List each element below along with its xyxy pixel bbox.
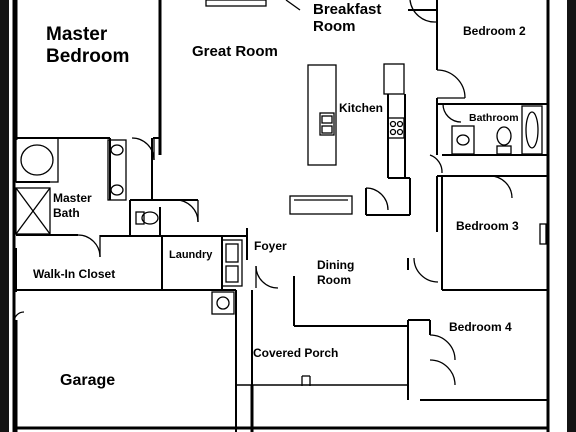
doors xyxy=(13,0,513,386)
master-bath-label: Master xyxy=(53,191,92,205)
master-bedroom-label-2: Bedroom xyxy=(46,46,129,67)
laundry-label: Laundry xyxy=(169,249,213,261)
kitchen-fixtures xyxy=(289,63,405,215)
left-border xyxy=(0,0,9,432)
master-bedroom-label: Master xyxy=(46,24,108,45)
garage-label: Garage xyxy=(60,372,115,389)
breakfast-room-label: Breakfast xyxy=(313,1,381,18)
bathroom-label: Bathroom xyxy=(469,112,519,124)
dining-room-label: Dining xyxy=(317,258,354,272)
laundry-fixtures xyxy=(211,239,243,315)
kitchen-label: Kitchen xyxy=(339,101,383,115)
great-room-label: Great Room xyxy=(192,43,278,60)
walk-in-closet-label: Walk-In Closet xyxy=(33,267,115,281)
garage-walls xyxy=(14,320,408,432)
misc-marks xyxy=(205,0,547,386)
bedroom-4-label: Bedroom 4 xyxy=(449,320,512,334)
breakfast-room-label-2: Room xyxy=(313,18,356,35)
master-bath-label-2: Bath xyxy=(53,206,80,220)
bedroom-3-label: Bedroom 3 xyxy=(456,219,519,233)
bedroom-2-label: Bedroom 2 xyxy=(463,24,526,38)
exterior-walls xyxy=(12,0,550,432)
dining-room-label-2: Room xyxy=(317,273,351,287)
covered-porch-label: Covered Porch xyxy=(253,346,338,360)
master-bath-fixtures xyxy=(15,137,159,235)
foyer-label: Foyer xyxy=(254,239,287,253)
bathroom-fixtures xyxy=(451,105,543,155)
right-border xyxy=(567,0,576,432)
